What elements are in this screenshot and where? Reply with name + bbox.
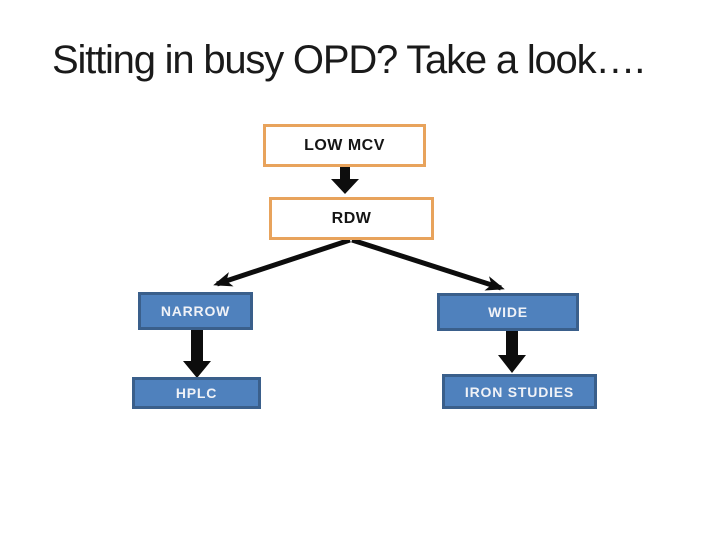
flowchart-node-low-mcv: LOW MCV [263, 124, 426, 167]
diagonal-arrow-rdw-to-narrow [213, 237, 351, 287]
flowchart-node-rdw: RDW [269, 197, 434, 240]
flowchart-node-hplc: HPLC [132, 377, 261, 409]
flowchart-node-narrow: NARROW [138, 292, 253, 330]
flowchart-node-wide: WIDE [437, 293, 579, 331]
flowchart-node-iron-studies: IRON STUDIES [442, 374, 597, 409]
slide-title: Sitting in busy OPD? Take a look…. [52, 38, 645, 82]
block-down-arrow-low-mcv-to-rdw [331, 166, 359, 194]
diagonal-arrow-rdw-to-wide [351, 237, 505, 291]
block-down-arrow-narrow-to-hplc [183, 329, 211, 378]
block-down-arrow-wide-to-iron-studies [498, 330, 526, 373]
